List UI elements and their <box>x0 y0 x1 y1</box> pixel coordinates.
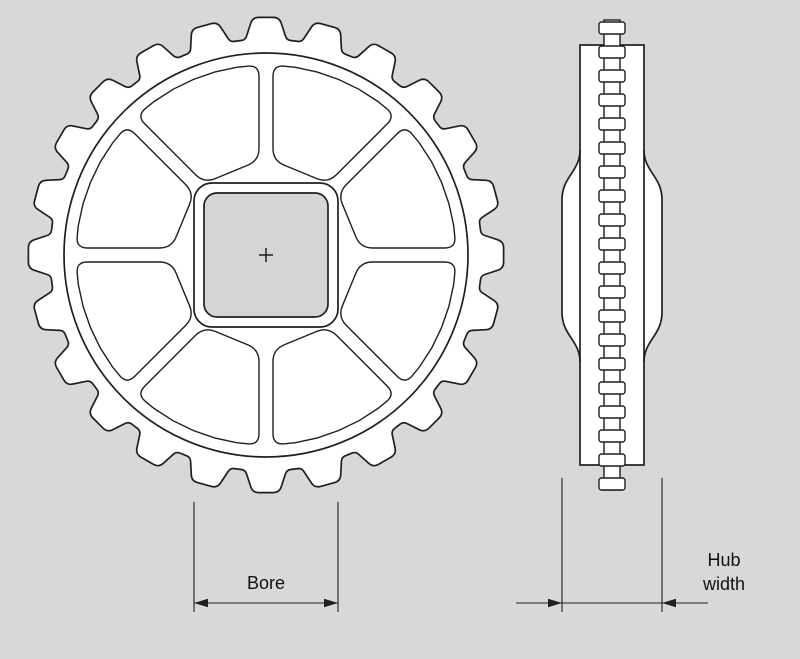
hub-width-arrow-left-icon <box>548 598 562 608</box>
side-tooth <box>598 309 626 323</box>
side-tooth <box>598 261 626 275</box>
tooth-plate-profile <box>603 19 621 491</box>
side-tooth <box>598 141 626 155</box>
side-tooth <box>598 189 626 203</box>
bore-arrow-left-icon <box>194 598 208 608</box>
sprocket-front-view <box>27 16 505 494</box>
spoke-cutout <box>272 65 392 181</box>
hub-width-dimension: Hub width <box>516 478 745 612</box>
side-tooth <box>598 381 626 395</box>
spoke-cutout <box>140 329 260 445</box>
side-tooth <box>598 357 626 371</box>
spoke-cutout <box>76 261 192 381</box>
side-tooth <box>598 285 626 299</box>
hub-flange-right-outline <box>643 149 663 363</box>
hub-flange-left-fill <box>562 150 580 362</box>
side-tooth <box>598 453 626 467</box>
side-tooth <box>598 477 626 491</box>
rim-inner-circle <box>63 52 469 458</box>
side-tooth <box>598 429 626 443</box>
spoke-cutout <box>272 329 392 445</box>
hub-width-arrow-right-icon <box>662 598 676 608</box>
spoke-cutout <box>340 261 456 381</box>
side-tooth <box>598 93 626 107</box>
spoke-cutout <box>140 65 260 181</box>
center-cross-mark <box>259 248 273 262</box>
side-tooth <box>598 333 626 347</box>
side-tooth <box>598 45 626 59</box>
side-tooth <box>598 237 626 251</box>
hub-flange-left-outline <box>561 149 581 363</box>
bore-label: Bore <box>247 573 285 593</box>
bore-arrow-right-icon <box>324 598 338 608</box>
sprocket-side-view <box>561 19 663 491</box>
side-tooth <box>598 117 626 131</box>
hub-outer-square <box>193 182 339 328</box>
spoke-cutouts <box>76 65 456 445</box>
side-tooth <box>598 165 626 179</box>
spoke-cutout <box>340 129 456 249</box>
side-tooth <box>598 405 626 419</box>
side-view-teeth <box>598 21 626 491</box>
side-tooth <box>598 213 626 227</box>
hub-flange-right-fill <box>644 150 662 362</box>
hub-width-label-line2: width <box>702 574 745 594</box>
side-tooth <box>598 21 626 35</box>
hub-width-label-line1: Hub <box>707 550 740 570</box>
side-tooth <box>598 69 626 83</box>
bore-dimension: Bore <box>193 502 339 612</box>
spoke-cutout <box>76 129 192 249</box>
